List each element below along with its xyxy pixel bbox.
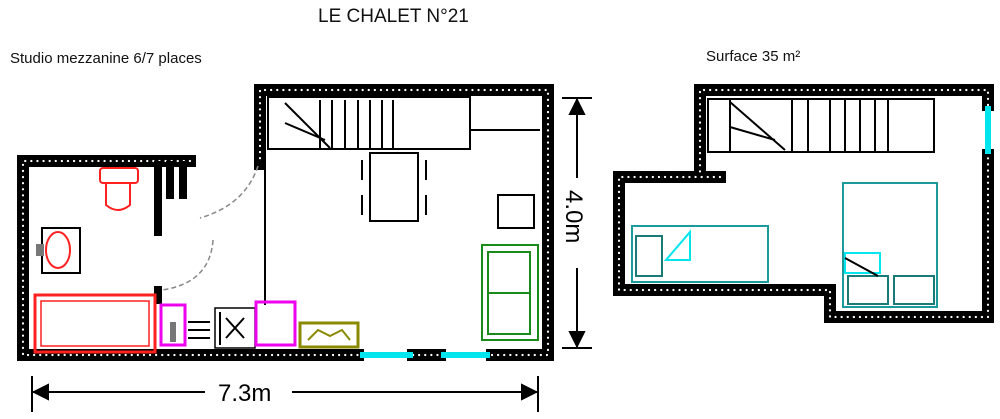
walls — [17, 84, 554, 361]
width-label: 7.3m — [218, 380, 271, 407]
kitchen-counter — [188, 312, 245, 345]
appliance-detail — [170, 322, 176, 342]
sofa — [481, 244, 539, 341]
height-dimension — [562, 97, 592, 349]
kitchen-sink — [298, 321, 360, 349]
height-label: 4.0m — [560, 190, 587, 243]
page-title: LE CHALET N°21 — [318, 6, 469, 27]
door-arc — [199, 165, 259, 219]
width-dimension — [31, 376, 539, 412]
mezzanine-staircase — [707, 98, 935, 153]
ground-floor-plan: 4.0m 7.3m — [17, 84, 592, 412]
single-bed — [631, 225, 769, 283]
fridge — [254, 300, 297, 347]
door-arc — [161, 239, 214, 291]
staircase — [267, 96, 540, 150]
double-bed — [842, 182, 938, 308]
mezzanine-plan — [613, 84, 994, 323]
washing-machine — [159, 303, 187, 347]
surface-label: Surface 35 m² — [706, 48, 801, 65]
sink — [36, 227, 81, 274]
chairs — [361, 160, 427, 215]
toilet — [99, 167, 139, 211]
bathtub — [33, 293, 157, 354]
plan-subtitle: Studio mezzanine 6/7 places — [10, 50, 202, 67]
dining-table — [369, 152, 419, 222]
sink-detail — [307, 328, 351, 341]
cabinet — [497, 194, 535, 229]
